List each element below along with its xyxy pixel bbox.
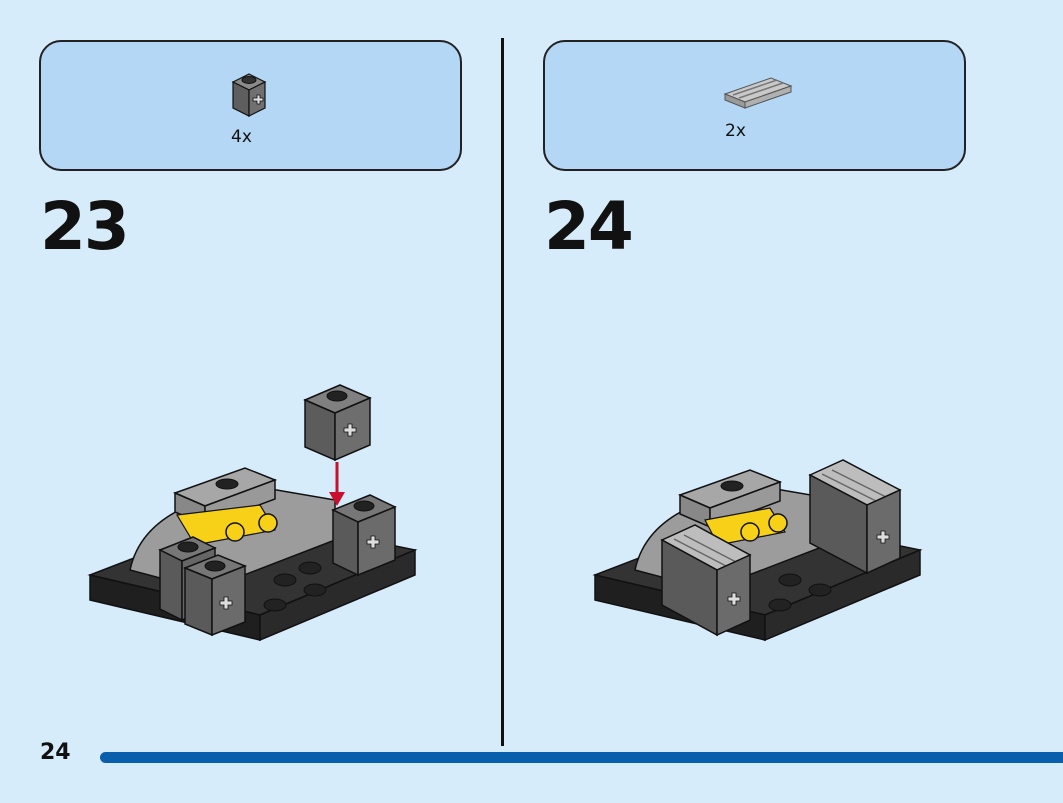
step-24-build-illustration bbox=[592, 459, 923, 642]
part-count: 2x bbox=[725, 121, 746, 141]
parts-box-step-24: 2x bbox=[543, 40, 966, 171]
part-count: 4x bbox=[231, 127, 252, 147]
tile-1x2-grooved-light-gray-icon bbox=[723, 77, 793, 109]
step-23-build-illustration bbox=[87, 384, 418, 642]
progress-bar-fill bbox=[100, 752, 1063, 763]
step-divider bbox=[501, 38, 504, 746]
progress-bar bbox=[100, 752, 1063, 763]
page-number: 24 bbox=[40, 740, 71, 765]
step-number: 24 bbox=[544, 188, 634, 265]
technic-brick-1x1-dark-gray-icon bbox=[231, 73, 267, 117]
step-number: 23 bbox=[40, 188, 130, 265]
parts-box-step-23: 4x bbox=[39, 40, 462, 171]
